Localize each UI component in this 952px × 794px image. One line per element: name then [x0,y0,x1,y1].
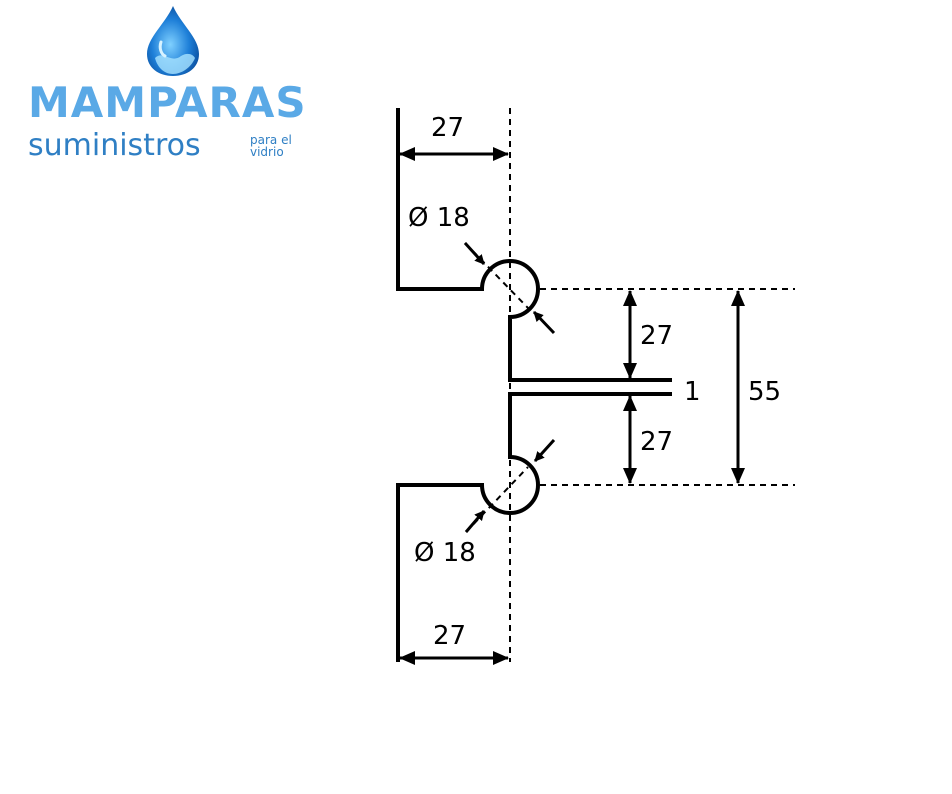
brand-logo: MAMPARAS suministros para el vidrio [20,0,320,170]
upper-profile [396,108,672,382]
lower-diameter-leader-in [464,510,486,533]
upper-gap-label: 27 [640,321,673,351]
upper-diameter-leader-in [463,241,486,266]
profile-outline [396,108,672,662]
bottom-diameter-label: Ø 18 [414,538,476,568]
brand-name: MAMPARAS [28,78,307,127]
top-diameter-label: Ø 18 [408,203,470,233]
water-drop-icon [147,6,199,76]
brand-small-line1: para el [250,133,292,147]
lower-profile [396,392,672,662]
brand-small-line2: vidrio [250,145,284,159]
lower-diameter-leader-out [533,438,556,463]
reference-lines [464,108,795,662]
glass-thickness-label: 1 [684,377,701,407]
lower-gap-label: 27 [640,427,673,457]
bottom-width-label: 27 [433,621,466,651]
dimension-arrows [399,147,745,665]
brand-tagline: suministros [28,128,201,163]
upper-diameter-leader-out [532,310,556,335]
brand-small-text: para el vidrio [250,134,292,158]
top-width-label: 27 [431,113,464,143]
total-height-label: 55 [748,377,781,407]
